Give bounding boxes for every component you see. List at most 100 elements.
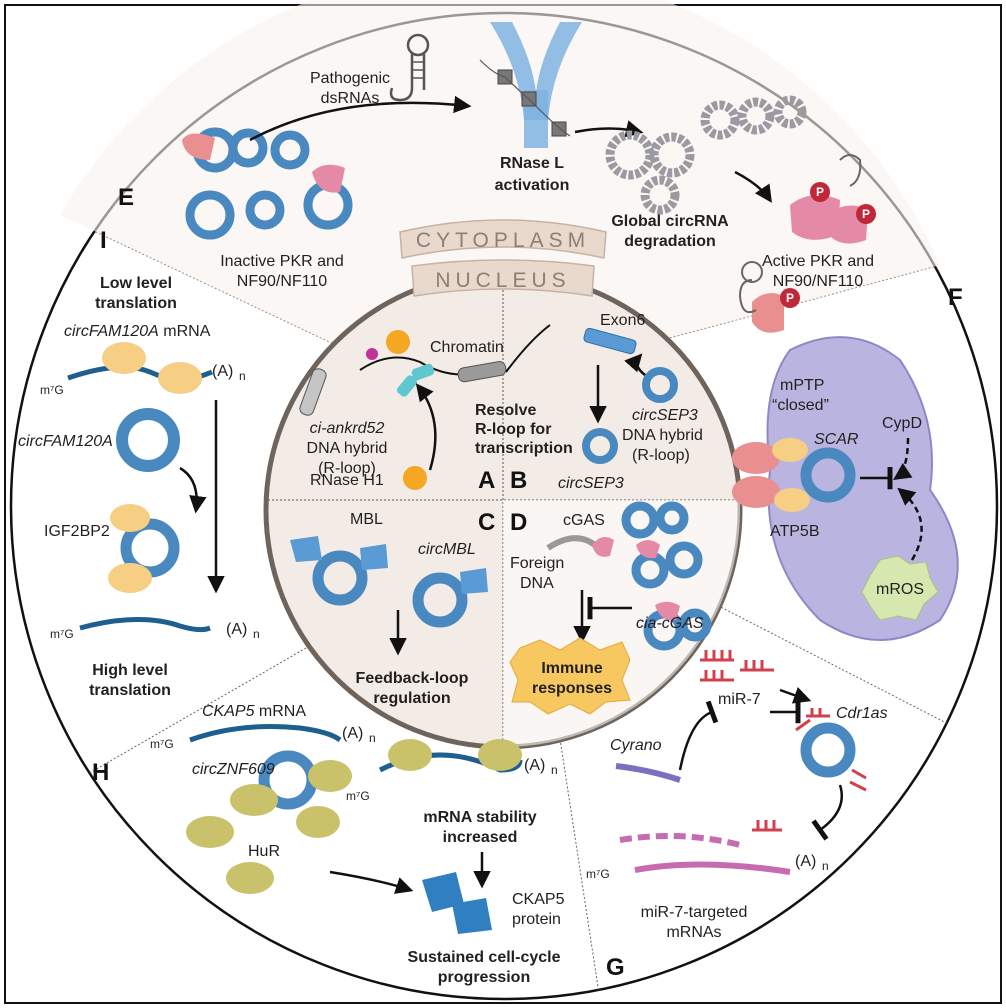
protein-teal-a2 (396, 375, 418, 397)
arrow-rnaseh1 (415, 383, 437, 471)
immune-burst (509, 637, 631, 715)
hur-label: HuR (248, 843, 280, 860)
rna-end-a (366, 348, 378, 360)
mptp-protein-1 (732, 442, 780, 474)
inhibit-cyrano (678, 700, 719, 771)
feedback-label-1: Feedback-loop (356, 670, 469, 687)
hur-5 (226, 862, 274, 894)
active-label-2: NF90/NF110 (773, 273, 864, 290)
chromatin-fiber-b (505, 324, 551, 373)
polya-h: (A) (342, 725, 363, 742)
cap-i2: m⁷G (50, 627, 74, 641)
global-label-1: Global circRNA (611, 213, 729, 230)
panel-i: I Low level translation circFAM120A mRNA… (18, 227, 260, 699)
polya-sub-i: n (239, 369, 246, 383)
foreign-dna-icon (546, 535, 597, 551)
panel-c: C MBL circMBL Feedback-loop regulation (290, 509, 495, 707)
arrow-mir7-cdr1as (779, 687, 812, 704)
inhibit-cdr1as (811, 784, 843, 841)
degraded-target-mrna (619, 833, 741, 848)
protein-label-2: protein (512, 911, 561, 928)
panel-label-f: F (948, 284, 963, 311)
mbl-protein-1 (290, 536, 322, 562)
arrow-hur-to-protein (329, 870, 414, 894)
fam120a-gene: circFAM120A (64, 323, 159, 340)
hur-4 (186, 816, 234, 848)
inactive-circrna-cluster (185, 127, 353, 240)
cia-cgas-circles (621, 501, 712, 651)
hur-on-mrna-2 (478, 739, 522, 771)
activation-label: activation (495, 177, 570, 194)
fam120a-mrna-label: circFAM120A mRNA (64, 323, 211, 340)
cap-h: m⁷G (150, 737, 174, 751)
circsep3-top-icon (642, 367, 678, 403)
cypd-label: CypD (882, 415, 922, 432)
pkr-inactive-2 (312, 164, 345, 193)
arrow-back-to-exon (624, 353, 646, 376)
atp5b-label: ATP5B (770, 523, 820, 540)
panel-a: A Chromatin ci-ankrd52 DNA hybrid (R-loo… (299, 330, 573, 494)
sustained-label-2: progression (438, 969, 530, 986)
foreign-label-1: Foreign (510, 555, 564, 572)
panel-e-region (60, 0, 940, 345)
hur-2 (308, 760, 352, 792)
stability-label-2: increased (443, 829, 518, 846)
mros-burst (861, 555, 939, 621)
resolve-label-2: R-loop for (475, 421, 551, 438)
panel-label-e: E (118, 184, 134, 211)
nucleosome-a (457, 361, 507, 383)
panel-label-a: A (478, 467, 495, 494)
cap-i: m⁷G (40, 383, 64, 397)
polya-i: (A) (212, 363, 233, 380)
dsrnas-label: dsRNAs (321, 90, 380, 107)
ckap5-mrna-line (189, 724, 342, 743)
low-label-2: translation (95, 295, 177, 312)
mbl-protein-3 (460, 568, 488, 594)
polya-sub-i2: n (253, 627, 260, 641)
exon6-label: Exon6 (600, 312, 645, 329)
circmbl-icon-1 (312, 550, 368, 606)
fam120a-mrna-suffix: mRNA (159, 323, 211, 340)
low-label-1: Low level (100, 275, 172, 292)
cytoplasm-label: CYTOPLASM (416, 229, 590, 252)
rnase-l-label: RNase L (500, 155, 564, 172)
cdr1as-mirnas (795, 708, 867, 792)
mbl-protein-2 (360, 544, 388, 570)
polya-i2: (A) (226, 621, 247, 638)
nucleosome-a2 (299, 368, 327, 416)
target-mrna (634, 861, 791, 875)
exon6-block (583, 327, 637, 355)
dsrna-hairpin-icon (389, 33, 430, 102)
phospho-1: P (816, 185, 824, 199)
pkr-inactive-1 (182, 133, 215, 160)
ciankrd52-label: ci-ankrd52 (310, 420, 385, 437)
protein-label-1: CKAP5 (512, 891, 565, 908)
mir7-label: miR-7 (718, 691, 761, 708)
high-label-1: High level (92, 662, 168, 679)
hur-1 (230, 784, 278, 816)
pathogenic-label: Pathogenic (310, 70, 390, 87)
active-label-1: Active PKR and (762, 253, 874, 270)
phospho-2: P (862, 207, 870, 221)
panel-h: H CKAP5 mRNA m⁷G (A) n circZNF609 HuR m⁷… (92, 703, 565, 986)
circmbl-label: circMBL (418, 541, 476, 558)
panel-label-c: C (478, 509, 495, 536)
targeted-label-1: miR-7-targeted (641, 904, 748, 921)
hybrid-a-label-2: (R-loop) (318, 460, 376, 477)
panel-label-i: I (100, 227, 107, 254)
rnase-h1-top (386, 330, 410, 354)
chromatin-label: Chromatin (430, 339, 504, 356)
ckap5-mrna-label: CKAP5 mRNA (202, 703, 306, 720)
mir7-on-mrna (752, 820, 782, 832)
mros-label: mROS (876, 581, 924, 598)
hybrid-b-label-2: (R-loop) (632, 447, 690, 464)
mbl-label: MBL (350, 511, 383, 528)
targeted-label-2: mRNAs (666, 924, 721, 941)
scar-circrna-icon (800, 447, 856, 503)
panel-e: E Pathogenic dsRNAs RNase L activation I… (118, 22, 876, 333)
polya-sub-h2: n (551, 763, 558, 777)
translated-mrna-line (79, 616, 211, 633)
panel-label-g: G (606, 954, 625, 981)
arrow-to-degradation (574, 120, 644, 138)
